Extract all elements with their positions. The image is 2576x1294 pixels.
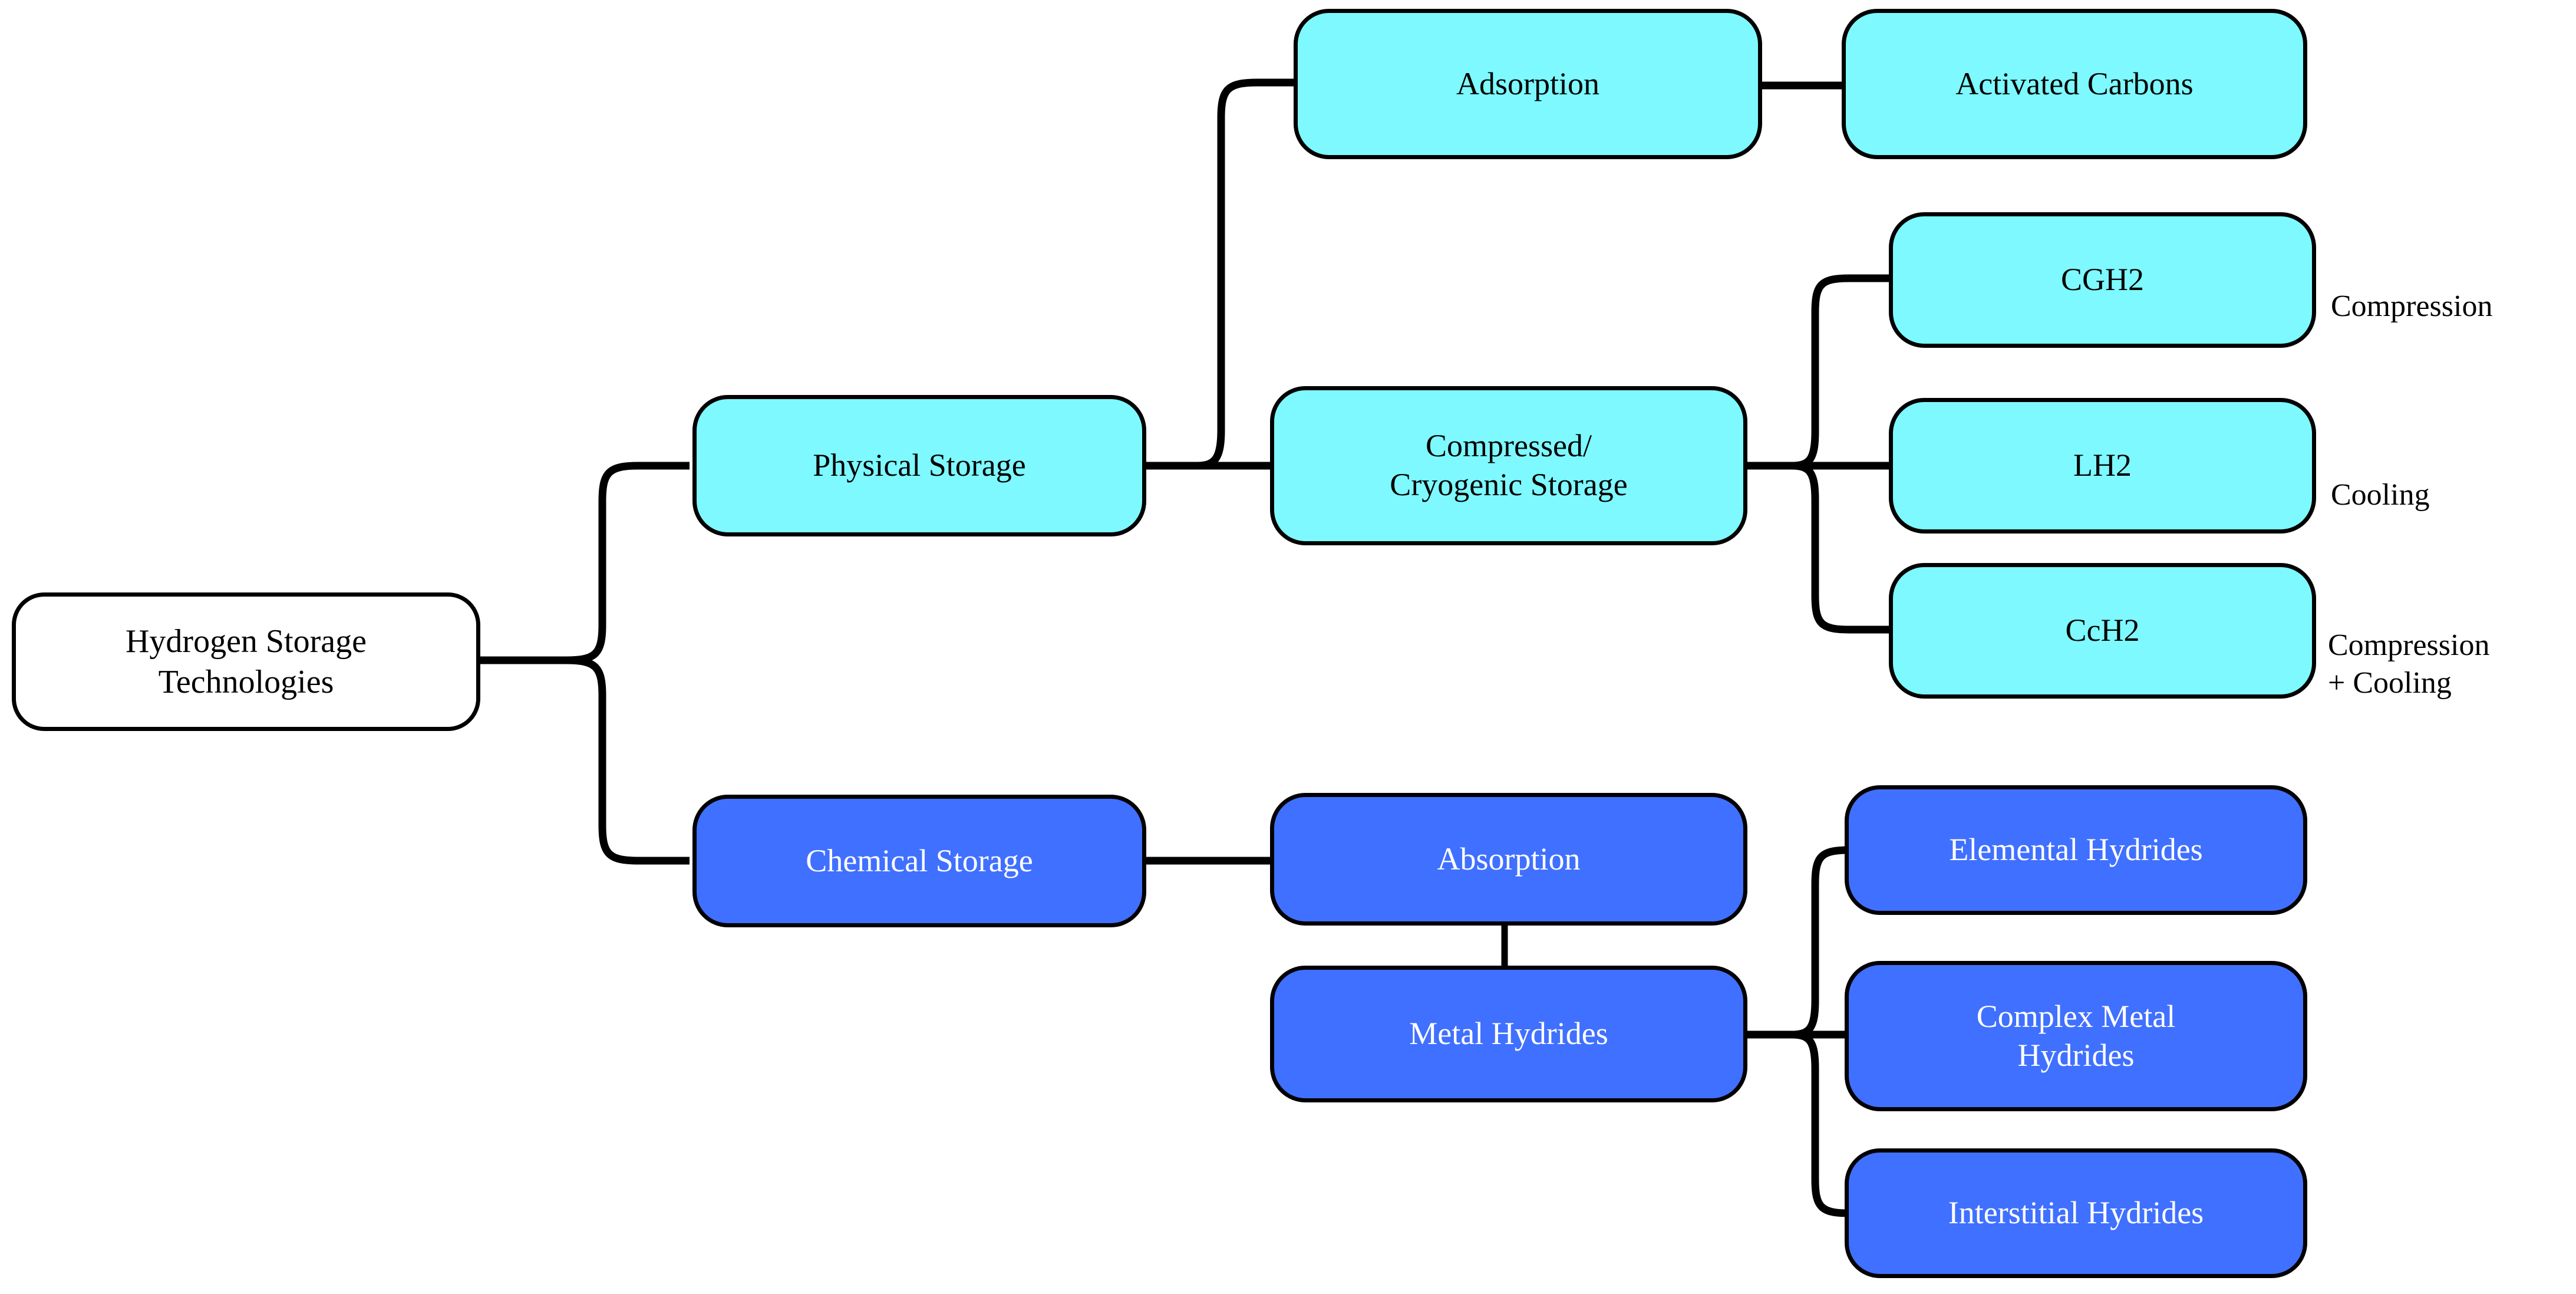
node-cch2-label: CcH2 — [2065, 613, 2140, 648]
node-complex-metal-hydrides[interactable]: Complex Metal Hydrides — [1845, 961, 2307, 1111]
node-interstitial-hydrides-label: Interstitial Hydrides — [1948, 1195, 2204, 1231]
edge-root-to-physical — [565, 462, 690, 664]
node-elemental-hydrides[interactable]: Elemental Hydrides — [1845, 785, 2307, 915]
node-lh2[interactable]: LH2 — [1889, 398, 2316, 534]
edge-compressed-to-cch2 — [1791, 462, 1892, 634]
node-absorption[interactable]: Absorption — [1270, 793, 1747, 926]
node-activated-carbons[interactable]: Activated Carbons — [1842, 9, 2307, 159]
node-compressed-cryogenic-storage[interactable]: Compressed/ Cryogenic Storage — [1270, 386, 1747, 545]
annotation-cgh2-process-label: Compression — [2331, 289, 2493, 324]
node-activated-carbons-label: Activated Carbons — [1955, 65, 2194, 101]
node-absorption-label: Absorption — [1437, 841, 1581, 877]
node-root-label: Hydrogen Storage Technologies — [125, 623, 367, 700]
node-chemical-storage-label: Chemical Storage — [806, 842, 1033, 878]
node-physical-storage[interactable]: Physical Storage — [692, 395, 1146, 536]
edge-compressed-to-cgh2 — [1791, 274, 1892, 470]
node-physical-storage-label: Physical Storage — [813, 447, 1026, 483]
node-cch2[interactable]: CcH2 — [1889, 563, 2316, 699]
node-cgh2[interactable]: CGH2 — [1889, 212, 2316, 348]
node-adsorption[interactable]: Adsorption — [1294, 9, 1762, 159]
node-lh2-label: LH2 — [2073, 447, 2132, 483]
annotation-lh2-process: Cooling — [2331, 439, 2430, 514]
node-complex-metal-hydrides-label: Complex Metal Hydrides — [1976, 998, 2176, 1073]
node-interstitial-hydrides[interactable]: Interstitial Hydrides — [1845, 1148, 2307, 1278]
node-chemical-storage[interactable]: Chemical Storage — [692, 795, 1146, 927]
annotation-cgh2-process: Compression — [2331, 251, 2492, 325]
annotation-cch2-process: Compression + Cooling — [2328, 590, 2489, 702]
node-cgh2-label: CGH2 — [2060, 262, 2144, 298]
edge-root-to-chemical — [565, 656, 690, 865]
annotation-cch2-process-label: Compression + Cooling — [2328, 628, 2490, 700]
node-compressed-cryogenic-storage-label: Compressed/ Cryogenic Storage — [1390, 428, 1628, 502]
node-metal-hydrides[interactable]: Metal Hydrides — [1270, 966, 1747, 1102]
node-elemental-hydrides-label: Elemental Hydrides — [1949, 832, 2203, 868]
node-root[interactable]: Hydrogen Storage Technologies — [12, 592, 480, 731]
node-metal-hydrides-label: Metal Hydrides — [1409, 1016, 1608, 1052]
annotation-lh2-process-label: Cooling — [2331, 478, 2430, 512]
node-adsorption-label: Adsorption — [1456, 65, 1599, 101]
